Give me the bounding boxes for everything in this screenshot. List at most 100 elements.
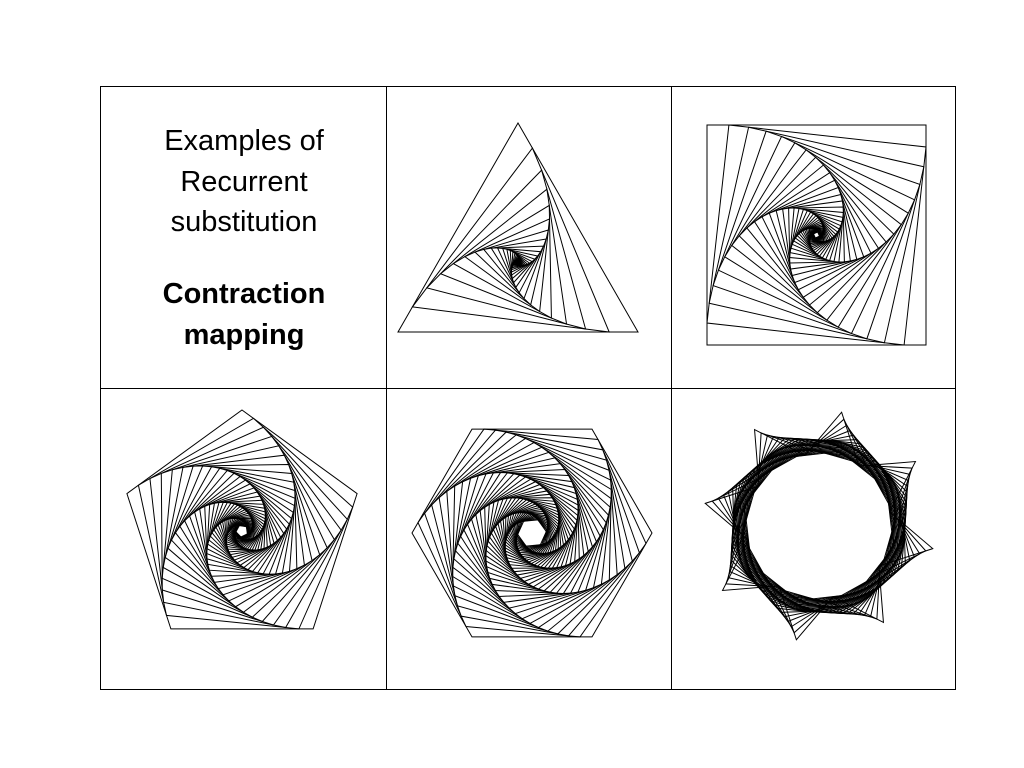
triangle-spiral-step-2 bbox=[425, 169, 587, 330]
hexagon-spiral-step-37 bbox=[510, 512, 554, 554]
hexagon-spiral bbox=[411, 428, 653, 638]
pentagon-spiral-step-3 bbox=[160, 435, 342, 626]
pentagon-spiral bbox=[126, 409, 358, 630]
square-spiral-step-8 bbox=[746, 164, 887, 306]
pentagon-spiral-step-7 bbox=[167, 465, 313, 608]
triangle-spiral-step-7 bbox=[482, 238, 547, 300]
hexagon-spiral-step-40 bbox=[515, 514, 549, 552]
star-spiral-step-20 bbox=[739, 446, 899, 606]
triangle-spiral-step-11 bbox=[506, 248, 536, 280]
square-spiral-step-4 bbox=[717, 135, 916, 335]
square-spiral-step-9 bbox=[753, 172, 880, 298]
triangle-spiral-step-8 bbox=[490, 245, 545, 294]
square-spiral-step-13 bbox=[782, 200, 851, 270]
square-spiral-step-16 bbox=[789, 207, 844, 263]
hexagon-spiral-step-42 bbox=[516, 516, 548, 550]
heading-line-2: Recurrent bbox=[180, 166, 308, 198]
hexagon-spiral-step-1 bbox=[417, 428, 647, 638]
examples-grid: Examples of Recurrent substitution Contr… bbox=[100, 86, 956, 690]
title-cell: Examples of Recurrent substitution Contr… bbox=[101, 87, 387, 389]
square-spiral-step-15 bbox=[789, 207, 844, 263]
pentagon-spiral-step-5 bbox=[162, 454, 328, 618]
pentagon-spiral-step-45 bbox=[235, 524, 248, 538]
hexagon-spiral-step-33 bbox=[506, 508, 558, 558]
triangle-spiral-step-13 bbox=[510, 250, 531, 273]
triangle-spiral-step-9 bbox=[496, 247, 542, 289]
hexagon-spiral-step-14 bbox=[470, 473, 594, 593]
square-spiral-step-11 bbox=[768, 186, 865, 284]
star-spiral-step-28 bbox=[744, 451, 894, 601]
star-spiral-step-8 bbox=[731, 438, 907, 614]
square-spiral-step-39 bbox=[812, 231, 821, 239]
square-spiral-step-12 bbox=[775, 193, 858, 277]
square-spiral-step-19 bbox=[793, 211, 840, 259]
hexagon-spiral-step-41 bbox=[515, 515, 549, 551]
hexagon-spiral-step-4 bbox=[438, 434, 626, 632]
hexagon-spiral-step-31 bbox=[505, 505, 559, 561]
square-spiral-step-2 bbox=[708, 126, 925, 344]
square-spiral-step-17 bbox=[790, 208, 843, 262]
star-spiral-step-3 bbox=[722, 429, 916, 623]
square-spiral-step-18 bbox=[791, 209, 842, 261]
hexagon-spiral-step-12 bbox=[463, 472, 601, 594]
hexagon-spiral-step-20 bbox=[486, 487, 578, 579]
grid-divider-horizontal bbox=[101, 388, 955, 389]
hexagon-spiral-step-27 bbox=[500, 499, 564, 567]
hexagon-spiral-step-35 bbox=[508, 512, 556, 554]
hexagon-spiral-step-39 bbox=[513, 513, 551, 553]
triangle-spiral-step-16 bbox=[511, 254, 525, 267]
triangle-spiral-step-1 bbox=[411, 147, 610, 333]
hexagon-spiral-step-44 bbox=[516, 518, 548, 548]
hexagon-spiral-step-17 bbox=[484, 478, 580, 588]
square-spiral-step-14 bbox=[788, 206, 845, 264]
hexagon-spiral-step-2 bbox=[424, 429, 640, 637]
hexagon-spiral-step-36 bbox=[509, 512, 555, 554]
hexagon-spiral-step-11 bbox=[460, 469, 604, 597]
triangle-spiral bbox=[397, 121, 639, 333]
hexagon-spiral-step-38 bbox=[512, 512, 552, 554]
hexagon-spiral-step-22 bbox=[489, 493, 575, 573]
hexagon-spiral-step-7 bbox=[452, 446, 612, 620]
hexagon-spiral-step-3 bbox=[431, 431, 633, 635]
star-spiral-step-21 bbox=[740, 447, 898, 605]
square-spiral-step-21 bbox=[796, 214, 837, 256]
triangle-spiral-step-6 bbox=[474, 229, 550, 306]
square-spiral-step-10 bbox=[761, 179, 872, 291]
hexagon-spiral-step-28 bbox=[502, 500, 562, 566]
square-spiral-step-5 bbox=[724, 142, 909, 328]
triangle-spiral-step-12 bbox=[509, 249, 534, 276]
square-spiral-step-23 bbox=[800, 218, 833, 252]
heading-line-1: Examples of bbox=[164, 125, 324, 157]
heading-line-3: substitution bbox=[170, 206, 318, 238]
pentagon-spiral-step-0 bbox=[126, 409, 358, 630]
square-spiral-step-24 bbox=[802, 220, 831, 250]
hexagon-spiral-step-43 bbox=[516, 517, 548, 549]
hexagon-spiral-step-0 bbox=[411, 428, 653, 638]
star-spiral-step-29 bbox=[745, 452, 893, 600]
pentagon-spiral-step-9 bbox=[174, 467, 298, 596]
triangle-spiral-step-0 bbox=[397, 121, 639, 333]
pentagon-spiral-step-1 bbox=[137, 417, 354, 630]
hexagon-spiral-step-29 bbox=[504, 501, 560, 565]
hexagon-spiral-step-9 bbox=[454, 457, 610, 609]
subheading-line-2: mapping bbox=[183, 319, 305, 351]
star-spiral-step-13 bbox=[734, 441, 904, 611]
triangle-spiral-step-10 bbox=[501, 247, 539, 284]
triangle-spiral-step-5 bbox=[463, 218, 551, 313]
hexagon-spiral-step-13 bbox=[467, 472, 597, 594]
triangle-spiral-step-14 bbox=[511, 252, 529, 271]
pentagon-spiral-step-6 bbox=[164, 463, 321, 613]
pentagon-spiral-step-2 bbox=[149, 426, 348, 629]
square-spiral-step-0 bbox=[706, 124, 927, 346]
hexagon-spiral-step-16 bbox=[479, 476, 585, 590]
hexagon-spiral-step-34 bbox=[507, 510, 557, 556]
star-spiral-step-2 bbox=[717, 424, 921, 628]
hexagon-spiral-step-5 bbox=[446, 437, 618, 629]
triangle-spiral-step-3 bbox=[439, 188, 568, 325]
hexagon-spiral-step-26 bbox=[497, 498, 567, 568]
triangle-spiral-step-15 bbox=[511, 253, 527, 269]
pentagon-spiral-step-8 bbox=[170, 466, 305, 602]
square-spiral-step-1 bbox=[706, 124, 927, 346]
